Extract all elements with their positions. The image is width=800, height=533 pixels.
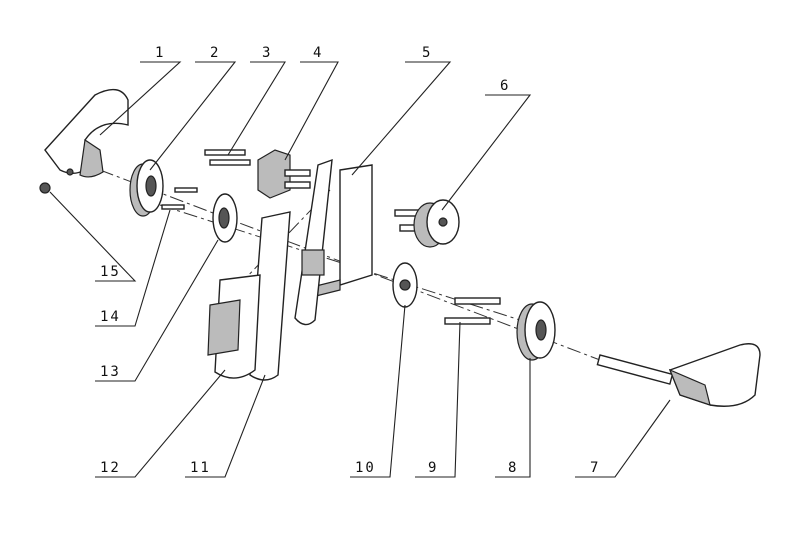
screws (444, 297, 501, 325)
rose-base-right (392, 262, 418, 308)
callout-14: 14 (100, 309, 121, 325)
callout-4: 4 (313, 45, 323, 61)
callout-1: 1 (155, 45, 165, 61)
small-screws (161, 187, 198, 210)
callout-3: 3 (262, 45, 272, 61)
lock-case (294, 158, 373, 326)
leader-lines (49, 61, 671, 478)
through-bolts (204, 149, 251, 166)
spindle-adapter (257, 149, 311, 199)
lever-handle-right (596, 343, 761, 407)
callout-2: 2 (210, 45, 220, 61)
callout-11: 11 (190, 460, 211, 476)
strike-box (207, 274, 261, 379)
rose-right (516, 301, 556, 361)
callout-10: 10 (355, 460, 376, 476)
callout-7: 7 (590, 460, 600, 476)
rose-left (129, 159, 164, 217)
callout-9: 9 (428, 460, 438, 476)
callout-6: 6 (500, 78, 510, 94)
callout-12: 12 (100, 460, 121, 476)
cylinder-cover (394, 199, 460, 248)
callout-13: 13 (100, 364, 121, 380)
grub-screw (39, 182, 51, 194)
callout-labels: 1 2 3 4 5 6 7 8 9 10 11 12 13 14 15 (100, 45, 600, 476)
rose-base-left (212, 193, 238, 243)
callout-15: 15 (100, 264, 121, 280)
strike-plate (249, 211, 291, 381)
lever-handle-left (44, 88, 129, 178)
callout-5: 5 (422, 45, 432, 61)
callout-8: 8 (508, 460, 518, 476)
